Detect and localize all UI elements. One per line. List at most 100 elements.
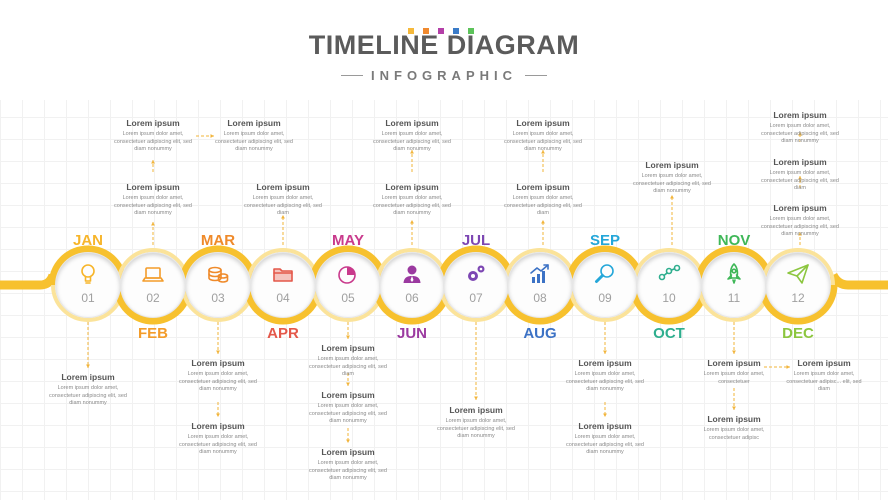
gears-icon (444, 262, 508, 286)
color-square-2 (423, 28, 429, 34)
arrow-head (346, 439, 350, 443)
note-heading: Lorem ipsum (449, 405, 503, 415)
arrow-head (151, 222, 155, 226)
color-square-4 (453, 28, 459, 34)
note-body: Lorem ipsum dolor amet, consectetuer adi… (437, 418, 515, 439)
track-arc (758, 284, 838, 325)
note-body: Lorem ipsum dolor amet, consectetuer adi… (761, 123, 839, 144)
note-heading: Lorem ipsum (516, 118, 570, 128)
arrow-head (474, 396, 478, 400)
month-node-jan: 01 (56, 253, 120, 317)
note-body: Lorem ipsum dolor amet, consectetuer adi… (504, 131, 582, 152)
note-body: Lorem ipsum dolor amet, consectetuer adi… (49, 385, 127, 406)
month-label-aug: AUG (523, 325, 557, 342)
month-node-sep: 09 (573, 253, 637, 317)
note-block: Lorem ipsum Lorem ipsum dolor amet, cons… (565, 421, 645, 457)
growth-chart-icon (508, 262, 572, 286)
note-body: Lorem ipsum dolor amet, consectetuer adi… (786, 371, 862, 392)
arrow-head (216, 413, 220, 417)
arrow-head (732, 350, 736, 354)
month-label-oct: OCT (653, 325, 685, 342)
note-body: Lorem ipsum dolor amet, consectetuer adi… (179, 371, 257, 392)
rocket-icon (702, 262, 766, 286)
month-label-apr: APR (267, 325, 299, 342)
arrow-head (541, 150, 545, 154)
note-block: Lorem ipsum Lorem ipsum dolor amet, cons… (113, 182, 193, 218)
note-body: Lorem ipsum dolor amet, consectetuer adi… (504, 195, 582, 216)
user-icon (380, 262, 444, 286)
note-block: Lorem ipsum Lorem ipsum dolor amet, cons… (308, 390, 388, 426)
note-heading: Lorem ipsum (516, 182, 570, 192)
month-number: 06 (405, 291, 419, 305)
arrow-head (210, 134, 214, 138)
month-number: 04 (276, 291, 290, 305)
note-block: Lorem ipsum Lorem ipsum dolor amet, cons… (694, 358, 774, 386)
month-node-mar: 03 (186, 253, 250, 317)
note-heading: Lorem ipsum (578, 421, 632, 431)
magnifier-icon (573, 262, 637, 286)
month-number: 02 (146, 291, 160, 305)
coins-icon (186, 262, 250, 286)
month-node-feb: 02 (121, 253, 185, 317)
month-label-sep: SEP (589, 232, 620, 249)
arrow-head (798, 176, 802, 180)
color-square-1 (408, 28, 414, 34)
note-body: Lorem ipsum dolor amet, consectetuer adi… (114, 195, 192, 216)
note-heading: Lorem ipsum (797, 358, 851, 368)
month-number: 01 (81, 291, 95, 305)
note-body: Lorem ipsum dolor amet, consectetuer adi… (703, 427, 765, 441)
note-body: Lorem ipsum dolor amet, consectetuer adi… (309, 403, 387, 424)
note-heading: Lorem ipsum (773, 110, 827, 120)
month-number: 05 (341, 291, 355, 305)
note-block: Lorem ipsum Lorem ipsum dolor amet, cons… (632, 160, 712, 196)
note-heading: Lorem ipsum (227, 118, 281, 128)
subtitle-row: INFOGRAPHIC (0, 67, 888, 85)
month-number: 08 (533, 291, 547, 305)
note-block: Lorem ipsum Lorem ipsum dolor amet, cons… (503, 182, 583, 218)
track-end (828, 272, 888, 290)
note-block: Lorem ipsum Lorem ipsum dolor amet, cons… (565, 358, 645, 394)
track-start (0, 273, 58, 290)
note-block: Lorem ipsum Lorem ipsum dolor amet, cons… (760, 203, 840, 239)
arrow-head (541, 220, 545, 224)
month-label-may: MAY (332, 232, 364, 249)
page-title: TIMELINE DIAGRAM (308, 30, 580, 60)
lightbulb-icon (56, 262, 120, 286)
note-block: Lorem ipsum Lorem ipsum dolor amet, cons… (372, 182, 452, 218)
month-number: 09 (598, 291, 612, 305)
month-node-nov: 11 (702, 253, 766, 317)
month-node-aug: 08 (508, 253, 572, 317)
note-body: Lorem ipsum dolor amet, consectetuer adi… (309, 356, 387, 377)
note-block: Lorem ipsum Lorem ipsum dolor amet, cons… (308, 343, 388, 379)
laptop-icon (121, 262, 185, 286)
month-label-nov: NOV (717, 232, 751, 249)
month-label-jun: JUN (396, 325, 427, 342)
arrow-head (151, 160, 155, 164)
note-block: Lorem ipsum Lorem ipsum dolor amet, cons… (308, 447, 388, 483)
arrow-head (410, 150, 414, 154)
note-body: Lorem ipsum dolor amet, consectetuer adi… (761, 170, 839, 191)
subtitle-rule-left (341, 75, 363, 77)
arrow-head (670, 195, 674, 199)
note-heading: Lorem ipsum (773, 203, 827, 213)
month-node-oct: 10 (637, 253, 701, 317)
pie-chart-icon (316, 262, 380, 286)
note-heading: Lorem ipsum (126, 118, 180, 128)
arrow-head (603, 350, 607, 354)
month-label-mar: MAR (200, 232, 236, 249)
note-heading: Lorem ipsum (578, 358, 632, 368)
month-label-dec: DEC (782, 325, 814, 342)
folder-icon (251, 262, 315, 286)
month-node-jun: 06 (380, 253, 444, 317)
arrow-head (216, 350, 220, 354)
note-body: Lorem ipsum dolor amet, consectetuer adi… (761, 216, 839, 237)
note-heading: Lorem ipsum (707, 414, 761, 424)
note-body: Lorem ipsum dolor amet, consectetuer adi… (566, 434, 644, 455)
track-arc-inner (761, 248, 835, 286)
note-block: Lorem ipsum Lorem ipsum dolor amet, cons… (113, 118, 193, 154)
note-block: Lorem ipsum Lorem ipsum dolor amet, cons… (760, 157, 840, 193)
month-label-jan: JAN (72, 232, 103, 249)
note-block: Lorem ipsum Lorem ipsum dolor amet, cons… (214, 118, 294, 154)
arrow-head (410, 220, 414, 224)
